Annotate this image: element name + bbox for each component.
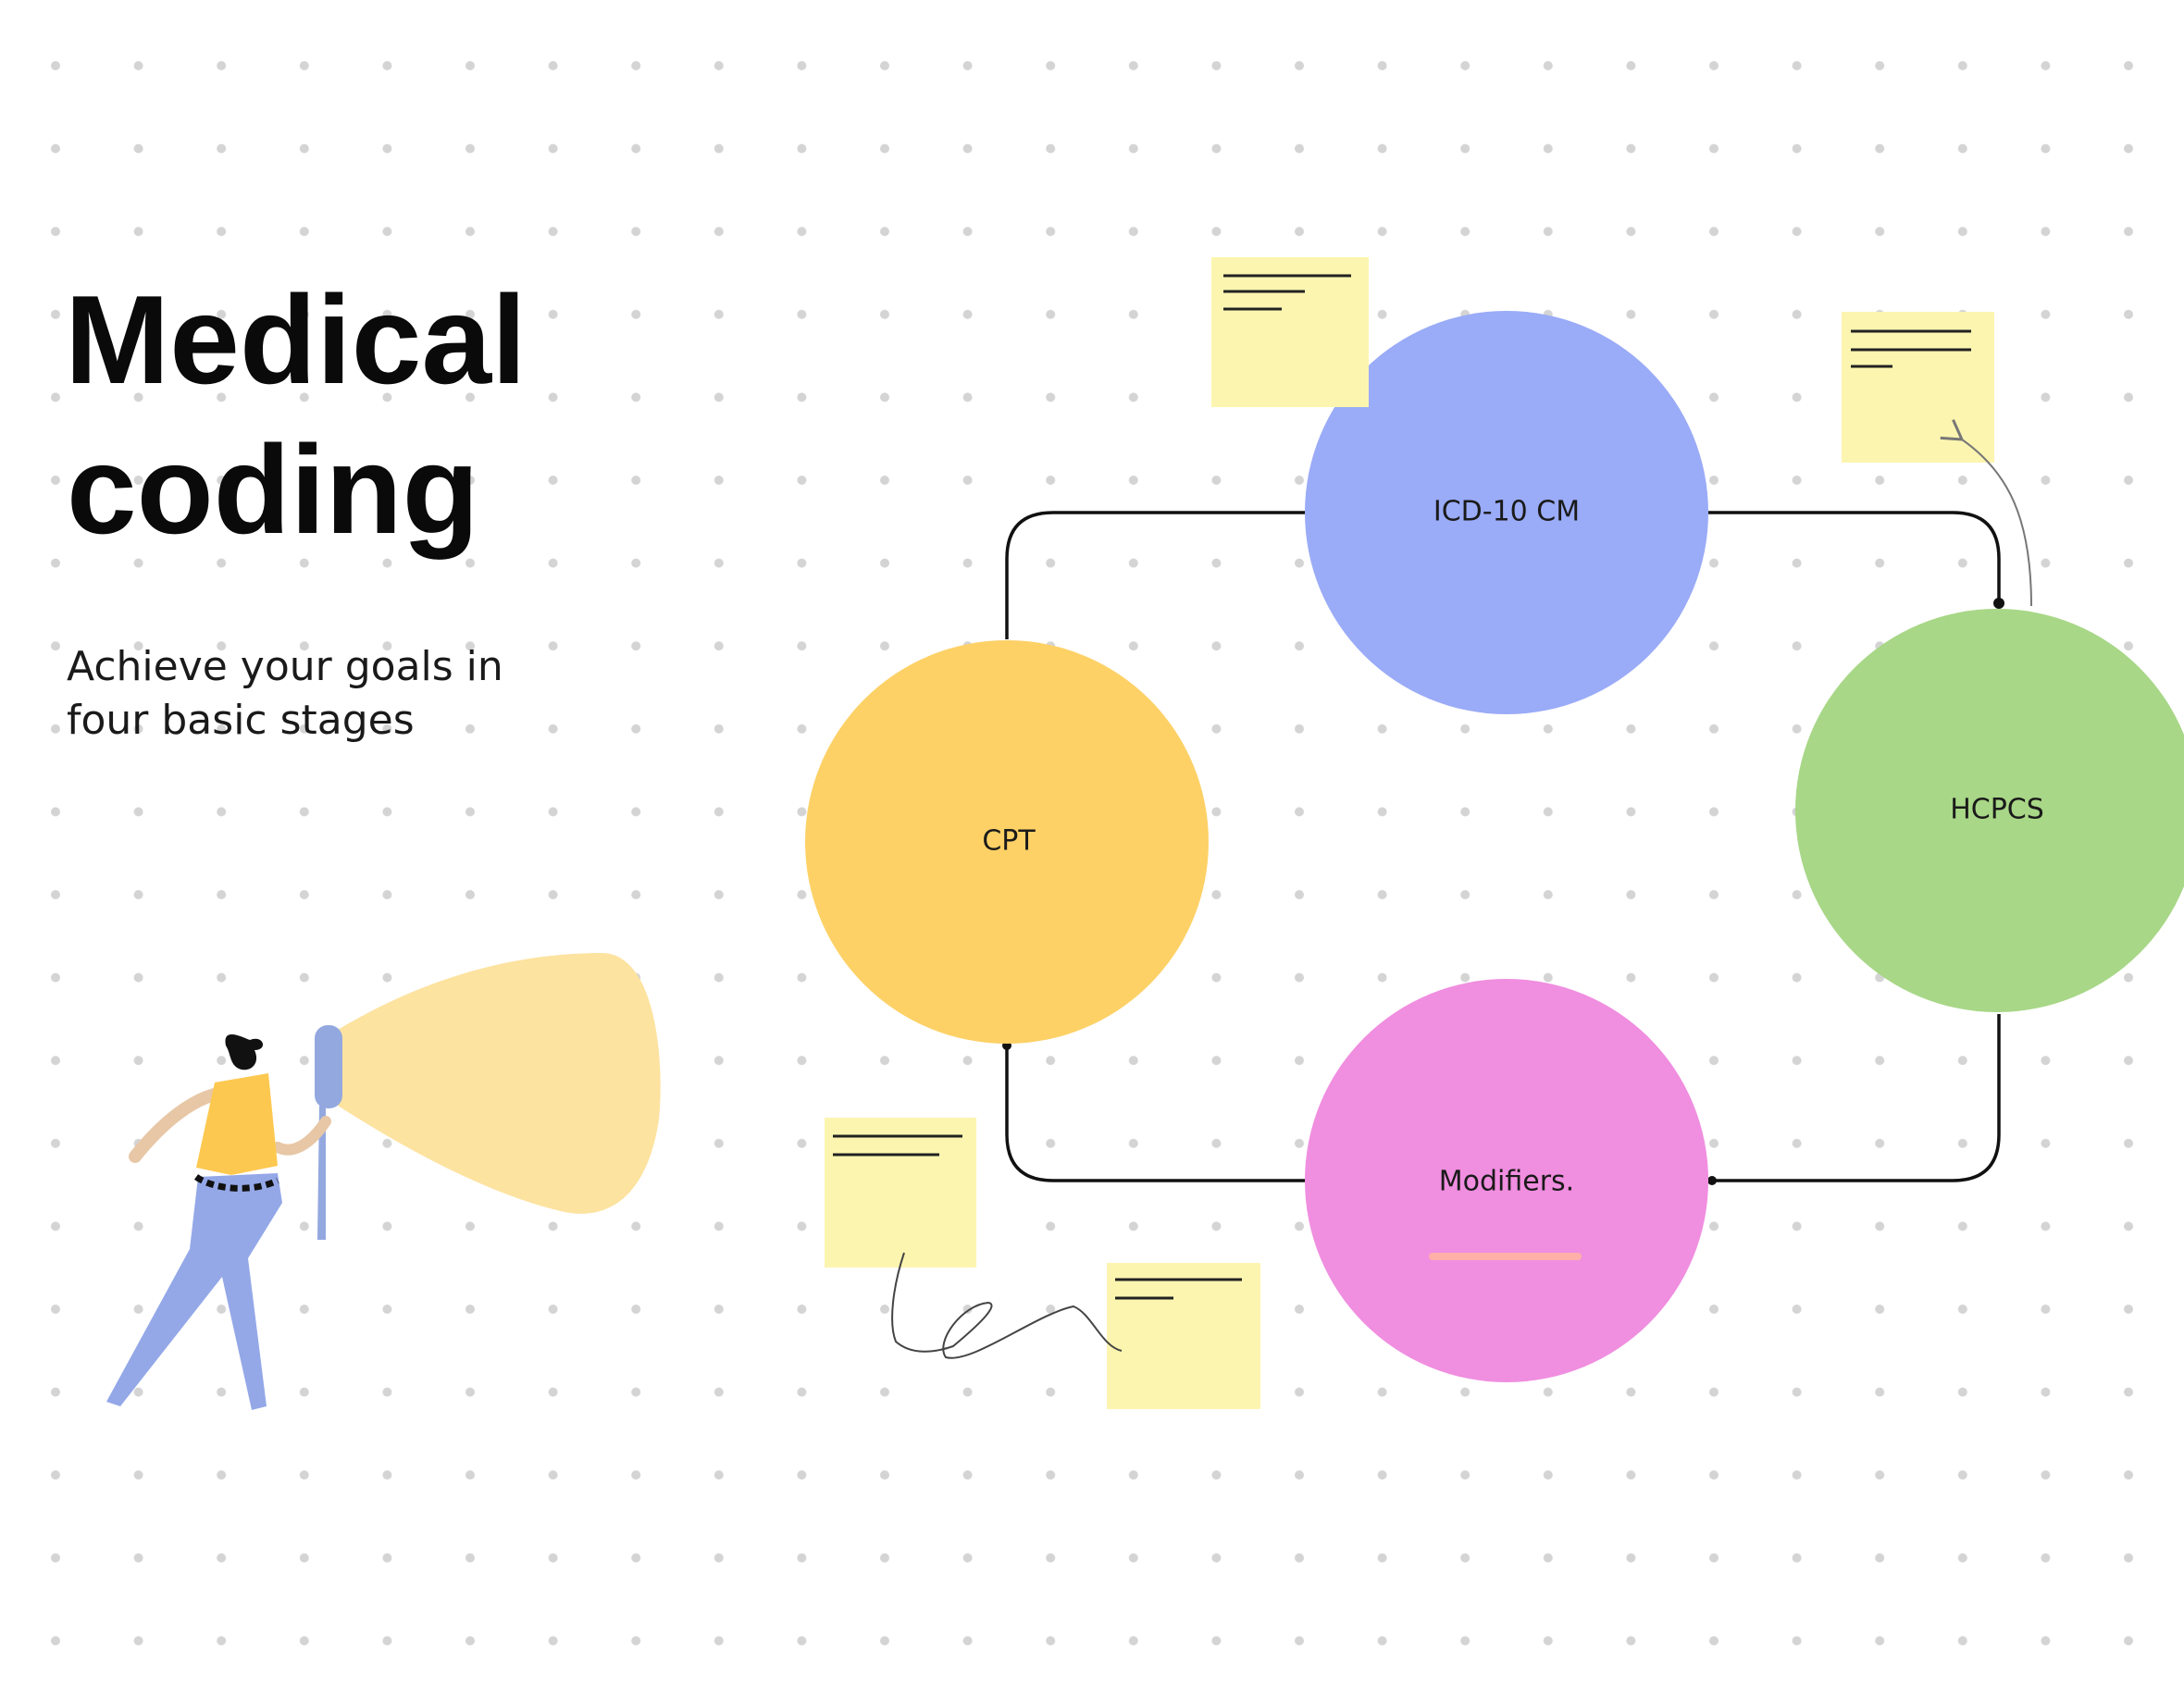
sticky-note[interactable]	[1107, 1263, 1260, 1409]
connector-hcpcs-modifiers	[1712, 1014, 2001, 1182]
connector-modifiers-cpt	[1005, 1045, 1305, 1182]
flashlight-beam	[338, 953, 661, 1214]
stage-label: HCPCS	[1950, 794, 2044, 826]
cycle-connectors	[1005, 511, 2001, 1182]
stage-label: Modifiers.	[1439, 1166, 1574, 1198]
sticky-note[interactable]	[1842, 312, 1994, 463]
subtitle-line1: Achieve your goals in	[67, 643, 503, 690]
person-head	[225, 1033, 264, 1070]
sticky-note-icd[interactable]	[1211, 257, 1369, 407]
stage-circle[interactable]	[805, 640, 1209, 1044]
subtitle-line2: four basic stages	[67, 697, 415, 744]
flashlight-head	[315, 1025, 342, 1108]
page-title-line2: coding	[67, 419, 479, 560]
connector-cpt-icd	[1005, 511, 1305, 639]
sticky-note-cpt[interactable]	[825, 1118, 976, 1268]
connector-endpoint	[1707, 1176, 1717, 1185]
stage-label: CPT	[982, 825, 1036, 858]
sticky-note[interactable]	[1211, 257, 1369, 407]
stage-circle[interactable]	[1305, 311, 1708, 714]
sticky-note-hcpcs[interactable]	[1842, 312, 1994, 463]
stage-modifiers[interactable]: Modifiers.	[1305, 979, 1708, 1382]
sticky-note-modifiers[interactable]	[1107, 1263, 1260, 1409]
freehand-connector	[891, 1252, 1123, 1359]
stage-circle[interactable]	[1305, 979, 1708, 1382]
flashlight-handle	[317, 1106, 326, 1240]
stage-icd-10-cm[interactable]: ICD-10 CM	[1305, 311, 1708, 714]
sticky-note[interactable]	[825, 1118, 976, 1268]
stage-hcpcs[interactable]: HCPCS	[1795, 609, 2184, 1012]
stage-cpt[interactable]: CPT	[805, 640, 1209, 1044]
stage-circle[interactable]	[1795, 609, 2184, 1012]
connector-endpoint	[1993, 598, 2004, 609]
connector-icd-hcpcs	[1708, 511, 2001, 605]
stage-label: ICD-10 CM	[1433, 496, 1580, 528]
person-pants	[106, 1173, 282, 1410]
flashlight-person-illustration	[106, 953, 661, 1410]
arrow-connector	[1940, 419, 2032, 607]
page-title-line1: Medical	[65, 269, 527, 410]
person-shirt	[196, 1073, 278, 1175]
